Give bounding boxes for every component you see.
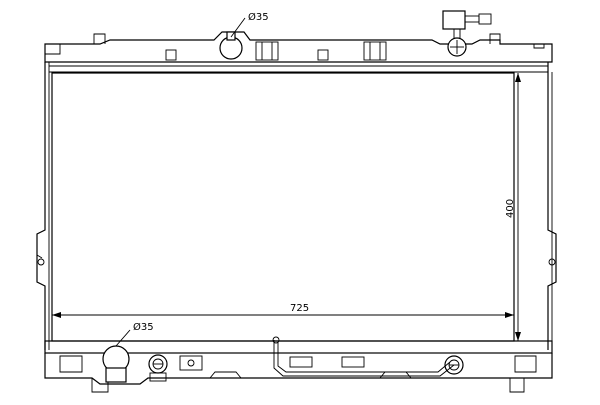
left-drain-fitting: [148, 354, 168, 382]
sensor-fitting: [442, 10, 492, 57]
top-tank: [44, 31, 553, 73]
radiator-core: [51, 72, 515, 342]
lower-outlet-diameter-label: Ø35: [133, 321, 154, 333]
height-dimension-line: [515, 73, 521, 341]
upper-inlet-diameter-label: Ø35: [248, 11, 269, 23]
oil-cooler-line: [272, 336, 455, 377]
width-dimension-label: 725: [290, 303, 309, 314]
upper-inlet-pipe: [219, 17, 246, 60]
lower-outlet-pipe: [102, 329, 131, 383]
height-dimension-label: 400: [505, 199, 516, 218]
bottom-tank: [44, 340, 553, 393]
side-frames: [36, 62, 557, 350]
width-dimension-line: [52, 312, 514, 318]
